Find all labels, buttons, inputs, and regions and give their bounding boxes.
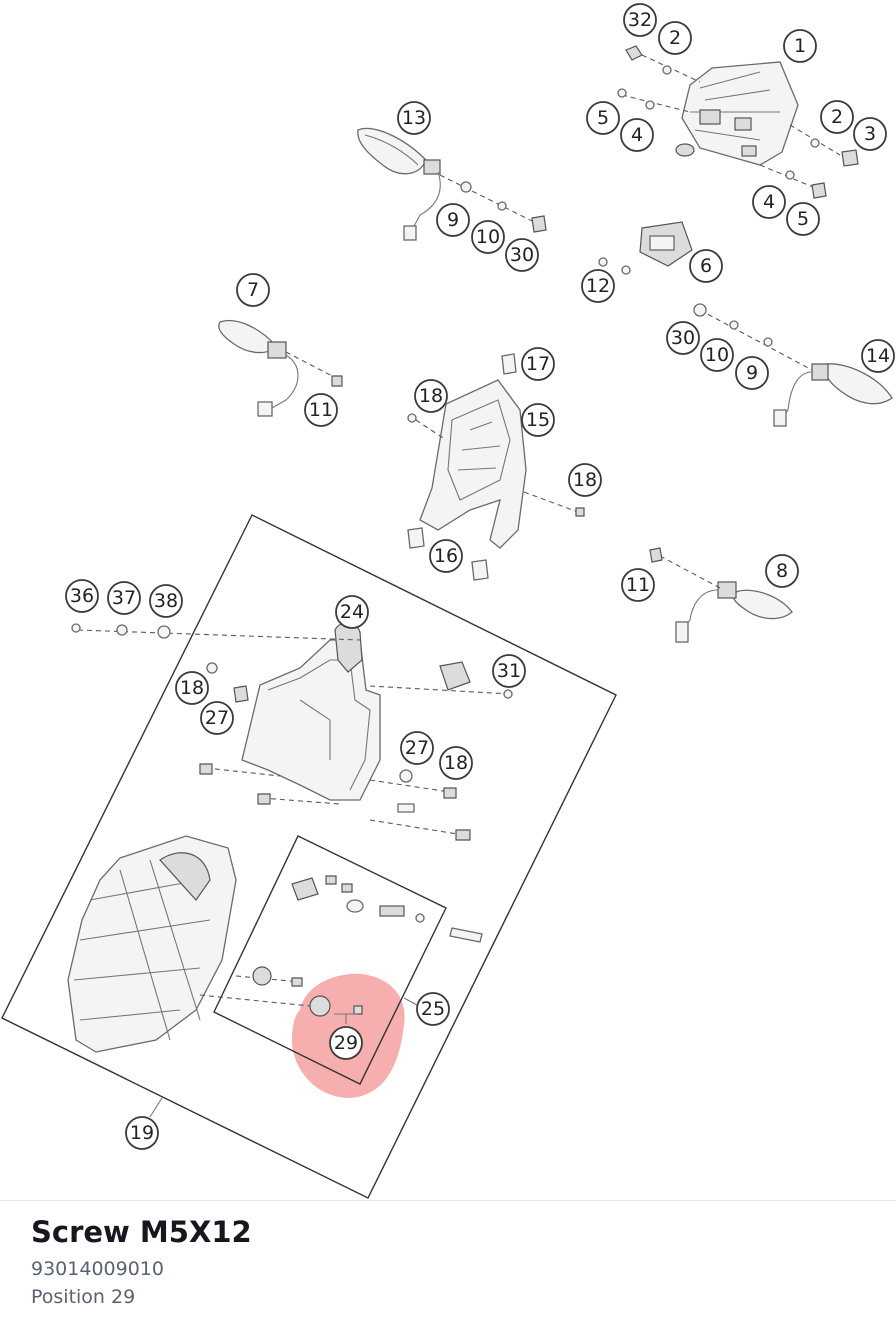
callout-15[interactable]: 15: [521, 403, 555, 437]
part-7-indicator: [218, 320, 299, 417]
callout-4[interactable]: 4: [752, 185, 786, 219]
callout-8[interactable]: 8: [765, 554, 799, 588]
svg-text:15: 15: [526, 409, 550, 431]
callout-24[interactable]: 24: [335, 595, 369, 629]
svg-text:5: 5: [797, 208, 809, 230]
callout-14[interactable]: 14: [861, 339, 895, 373]
svg-text:18: 18: [444, 752, 468, 774]
callout-32[interactable]: 32: [623, 3, 657, 37]
svg-text:4: 4: [763, 191, 775, 213]
part-6-reflector: [639, 221, 693, 267]
part-name: Screw M5X12: [31, 1215, 252, 1249]
callout-37[interactable]: 37: [107, 581, 141, 615]
callout-19[interactable]: 19: [125, 1116, 159, 1150]
callout-2[interactable]: 2: [820, 100, 854, 134]
svg-text:1: 1: [794, 35, 806, 57]
part-position: Position 29: [31, 1286, 136, 1308]
svg-text:7: 7: [247, 279, 259, 301]
svg-text:11: 11: [309, 399, 333, 421]
callout-27[interactable]: 27: [400, 731, 434, 765]
svg-text:4: 4: [631, 124, 643, 146]
part-15-bracket: [419, 379, 527, 549]
part-13-indicator: [357, 127, 441, 241]
callout-7[interactable]: 7: [236, 273, 270, 307]
callout-36[interactable]: 36: [65, 579, 99, 613]
part-8-indicator: [675, 581, 793, 643]
svg-text:32: 32: [628, 9, 652, 31]
callout-30[interactable]: 30: [505, 238, 539, 272]
callout-10[interactable]: 10: [471, 220, 505, 254]
leader-19: [149, 1097, 163, 1118]
svg-text:36: 36: [70, 585, 94, 607]
svg-text:12: 12: [586, 275, 610, 297]
callout-17[interactable]: 17: [521, 347, 555, 381]
callout-18[interactable]: 18: [414, 379, 448, 413]
svg-text:30: 30: [671, 327, 695, 349]
callout-29-selected[interactable]: 29: [329, 1026, 363, 1060]
svg-text:9: 9: [447, 209, 459, 231]
svg-text:25: 25: [421, 998, 445, 1020]
callout-27[interactable]: 27: [200, 701, 234, 735]
callout-16[interactable]: 16: [429, 539, 463, 573]
callout-18[interactable]: 18: [439, 746, 473, 780]
part-32-bracket: [625, 45, 643, 61]
leader-25: [403, 997, 418, 1006]
svg-text:9: 9: [746, 362, 758, 384]
callout-18[interactable]: 18: [568, 463, 602, 497]
callout-10[interactable]: 10: [700, 338, 734, 372]
part-24-headlight-bracket: [241, 622, 381, 801]
svg-text:6: 6: [700, 255, 712, 277]
callout-31[interactable]: 31: [492, 654, 526, 688]
part-details-panel: Screw M5X12 93014009010 Position 29: [0, 1200, 896, 1336]
svg-text:10: 10: [705, 344, 729, 366]
svg-text:2: 2: [669, 27, 681, 49]
subkit-frame: [213, 835, 447, 1085]
svg-text:18: 18: [573, 469, 597, 491]
svg-text:27: 27: [205, 707, 229, 729]
callout-12[interactable]: 12: [581, 269, 615, 303]
callout-13[interactable]: 13: [397, 101, 431, 135]
callout-9[interactable]: 9: [735, 356, 769, 390]
svg-text:13: 13: [402, 107, 426, 129]
svg-text:11: 11: [626, 574, 650, 596]
callout-38[interactable]: 38: [149, 584, 183, 618]
callout-2[interactable]: 2: [658, 21, 692, 55]
part-14-indicator: [773, 363, 893, 427]
svg-text:17: 17: [526, 353, 550, 375]
callout-5[interactable]: 5: [786, 202, 820, 236]
callout-4[interactable]: 4: [620, 118, 654, 152]
svg-text:30: 30: [510, 244, 534, 266]
callout-25[interactable]: 25: [416, 992, 450, 1026]
callout-11[interactable]: 11: [621, 568, 655, 602]
part-1-unit: [675, 61, 799, 166]
headlight-assembly-frame: [1, 514, 617, 1199]
svg-text:3: 3: [864, 123, 876, 145]
svg-text:8: 8: [776, 560, 788, 582]
part-number: 93014009010: [31, 1258, 164, 1280]
svg-text:16: 16: [434, 545, 458, 567]
callout-5[interactable]: 5: [586, 101, 620, 135]
callout-18[interactable]: 18: [175, 671, 209, 705]
callout-30[interactable]: 30: [666, 321, 700, 355]
callout-1[interactable]: 1: [783, 29, 817, 63]
svg-text:2: 2: [831, 106, 843, 128]
svg-text:37: 37: [112, 587, 136, 609]
svg-text:29: 29: [334, 1032, 358, 1054]
part-19-headlight: [67, 835, 237, 1053]
svg-text:18: 18: [180, 677, 204, 699]
callout-6[interactable]: 6: [689, 249, 723, 283]
callout-9[interactable]: 9: [436, 203, 470, 237]
svg-text:14: 14: [866, 345, 890, 367]
svg-text:24: 24: [340, 601, 364, 623]
svg-text:27: 27: [405, 737, 429, 759]
callout-11[interactable]: 11: [304, 393, 338, 427]
svg-text:5: 5: [597, 107, 609, 129]
svg-text:31: 31: [497, 660, 521, 682]
exploded-parts-diagram: 1 2 2 3 4 4 5 5 6 7 8 9 9 10 10 11 11 12…: [1, 3, 895, 1199]
callout-3[interactable]: 3: [853, 117, 887, 151]
svg-text:10: 10: [476, 226, 500, 248]
svg-text:19: 19: [130, 1122, 154, 1144]
svg-text:18: 18: [419, 385, 443, 407]
svg-text:38: 38: [154, 590, 178, 612]
